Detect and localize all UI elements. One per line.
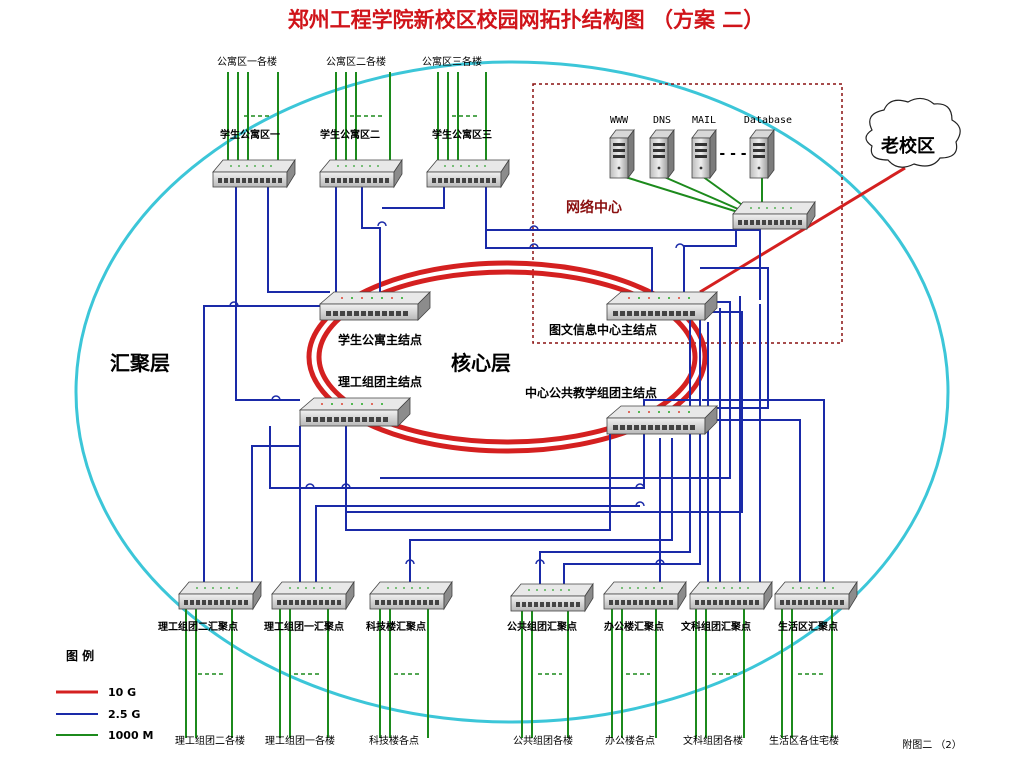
core-ring-outer <box>306 260 708 454</box>
footer-note: 附图二 （2） <box>902 738 962 751</box>
agg-switch-3-icon <box>369 581 453 610</box>
agg-switch-2-icon <box>271 581 355 610</box>
aggregation-layer-boundary <box>74 60 950 724</box>
legend-label-1000m: 1000 M <box>108 729 153 742</box>
core-switch-science-main-icon <box>299 397 411 427</box>
ellipsis-dashes <box>198 115 826 675</box>
dorm-switch-2-label: 学生公寓区二 <box>320 128 380 141</box>
network-center-switch-icon <box>732 201 816 230</box>
link-old-campus <box>699 166 906 294</box>
core-dorm-main-label: 学生公寓主结点 <box>338 332 422 347</box>
dorm-switch-3-icon <box>426 159 510 188</box>
agg-switch-1-icon <box>178 581 262 610</box>
dorm-switch-2-icon <box>319 159 403 188</box>
old-campus-label: 老校区 <box>881 135 935 157</box>
agg-node-3-label: 科技楼汇聚点 <box>366 620 426 633</box>
network-center-label: 网络中心 <box>566 199 622 216</box>
network-center-boundary <box>532 83 843 344</box>
legend-label-10g: 10 G <box>108 686 136 699</box>
dorm-switch-3-label: 学生公寓区三 <box>432 128 492 141</box>
dorm-building-2-label: 公寓区二各楼 <box>326 55 386 68</box>
old-campus-cloud-icon <box>865 97 961 168</box>
core-switch-teaching-main-icon <box>606 405 718 435</box>
dorm-switch-1-icon <box>212 159 296 188</box>
bottom-building-1-label: 理工组团二各楼 <box>175 734 245 747</box>
bottom-building-6-label: 文科组团各楼 <box>683 734 743 747</box>
core-science-main-label: 理工组团主结点 <box>338 374 422 389</box>
diagram-title: 郑州工程学院新校区校园网拓扑结构图 （方案 二） <box>288 7 765 32</box>
server-mail-icon <box>691 129 717 179</box>
server-database-icon <box>749 129 775 179</box>
dorm-switch-1-label: 学生公寓区一 <box>220 128 280 141</box>
server-database-label: Database <box>744 115 792 126</box>
dorm-building-1-label: 公寓区一各楼 <box>217 55 277 68</box>
links-2.5g <box>203 186 825 594</box>
legend: 图 例 10 G 2.5 G 1000 M <box>56 648 153 742</box>
server-ellipsis: - - - <box>719 146 746 162</box>
bottom-building-7-label: 生活区各住宅楼 <box>769 734 839 747</box>
agg-switch-7-icon <box>774 581 858 610</box>
core-library-main-label: 图文信息中心主结点 <box>549 322 657 337</box>
bottom-building-3-label: 科技楼各点 <box>369 734 419 747</box>
agg-node-6-label: 文科组团汇聚点 <box>681 620 751 633</box>
core-teaching-main-label: 中心公共教学组团主结点 <box>525 385 657 400</box>
agg-node-2-label: 理工组团一汇聚点 <box>264 620 344 633</box>
aggregation-layer-label: 汇聚层 <box>110 351 170 375</box>
server-www-label: WWW <box>610 115 629 126</box>
bottom-building-4-label: 公共组团各楼 <box>513 734 573 747</box>
legend-title: 图 例 <box>66 648 94 663</box>
server-dns-label: DNS <box>653 115 671 126</box>
bottom-building-5-label: 办公楼各点 <box>605 734 655 747</box>
agg-node-7-label: 生活区汇聚点 <box>778 620 838 633</box>
dorm-building-3-label: 公寓区三各楼 <box>422 55 482 68</box>
server-www-icon <box>609 129 635 179</box>
legend-label-2.5g: 2.5 G <box>108 708 140 721</box>
core-switch-library-main-icon <box>606 291 718 321</box>
agg-switch-6-icon <box>689 581 773 610</box>
agg-node-5-label: 办公楼汇聚点 <box>604 620 664 633</box>
core-switch-dorm-main-icon <box>319 291 431 321</box>
agg-switch-4-icon <box>510 583 594 612</box>
line-crossings <box>229 221 685 565</box>
bottom-building-2-label: 理工组团一各楼 <box>265 734 335 747</box>
agg-node-4-label: 公共组团汇聚点 <box>507 620 577 633</box>
core-ring-inner <box>316 269 698 445</box>
links-1000m <box>185 72 833 738</box>
server-dns-icon <box>649 129 675 179</box>
agg-switch-5-icon <box>603 581 687 610</box>
core-layer-label: 核心层 <box>451 351 511 375</box>
agg-node-1-label: 理工组团二汇聚点 <box>158 620 238 633</box>
server-mail-label: MAIL <box>692 115 716 126</box>
